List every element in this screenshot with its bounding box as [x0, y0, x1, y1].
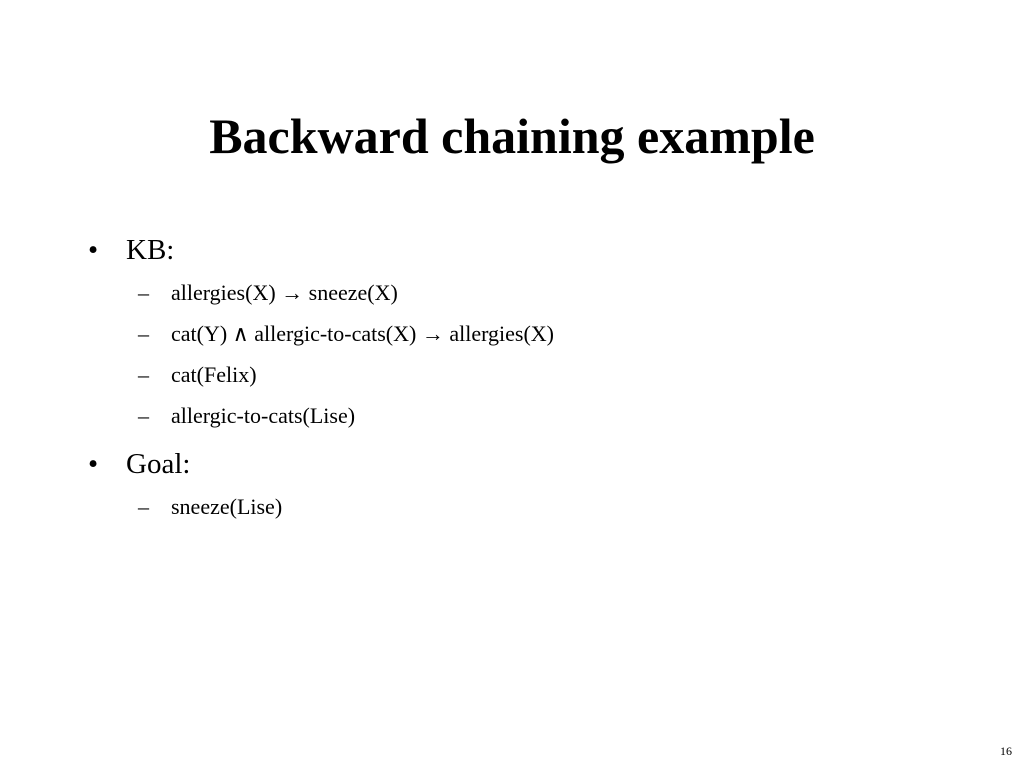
slide-title: Backward chaining example [209, 108, 815, 164]
dash-icon: – [138, 362, 149, 387]
goal-sublist: – sneeze(Lise) [126, 486, 968, 527]
sub-item: – cat(Felix) [126, 354, 968, 395]
kb-sublist: – allergies(X) → sneeze(X) – cat(Y) ∧ al… [126, 272, 968, 436]
sub-item: – cat(Y) ∧ allergic-to-cats(X) → allergi… [126, 313, 968, 354]
slide-page-number: 16 [1000, 744, 1012, 758]
sub-item: – allergies(X) → sneeze(X) [126, 272, 968, 313]
slide-body-list: • KB: – allergies(X) → sneeze(X) – cat(Y… [88, 228, 968, 527]
sub-item: – allergic-to-cats(Lise) [126, 395, 968, 436]
sub-item-text: cat(Y) ∧ allergic-to-cats(X) → allergies… [171, 321, 555, 346]
sub-item-text: allergies(X) → sneeze(X) [171, 280, 398, 305]
dash-icon: – [138, 321, 149, 346]
bullet-item-goal: • Goal: – sneeze(Lise) [88, 442, 968, 527]
bullet-icon: • [88, 234, 99, 266]
bullet-label: KB: [126, 234, 175, 266]
dash-icon: – [138, 494, 149, 519]
sub-item: – sneeze(Lise) [126, 486, 968, 527]
sub-item-text: cat(Felix) [171, 362, 257, 387]
bullet-item-kb: • KB: – allergies(X) → sneeze(X) – cat(Y… [88, 228, 968, 436]
sub-item-text: sneeze(Lise) [171, 494, 283, 519]
dash-icon: – [138, 403, 149, 428]
bullet-icon: • [88, 448, 99, 480]
sub-item-text: allergic-to-cats(Lise) [171, 403, 356, 428]
dash-icon: – [138, 280, 149, 305]
bullet-label: Goal: [126, 448, 191, 480]
